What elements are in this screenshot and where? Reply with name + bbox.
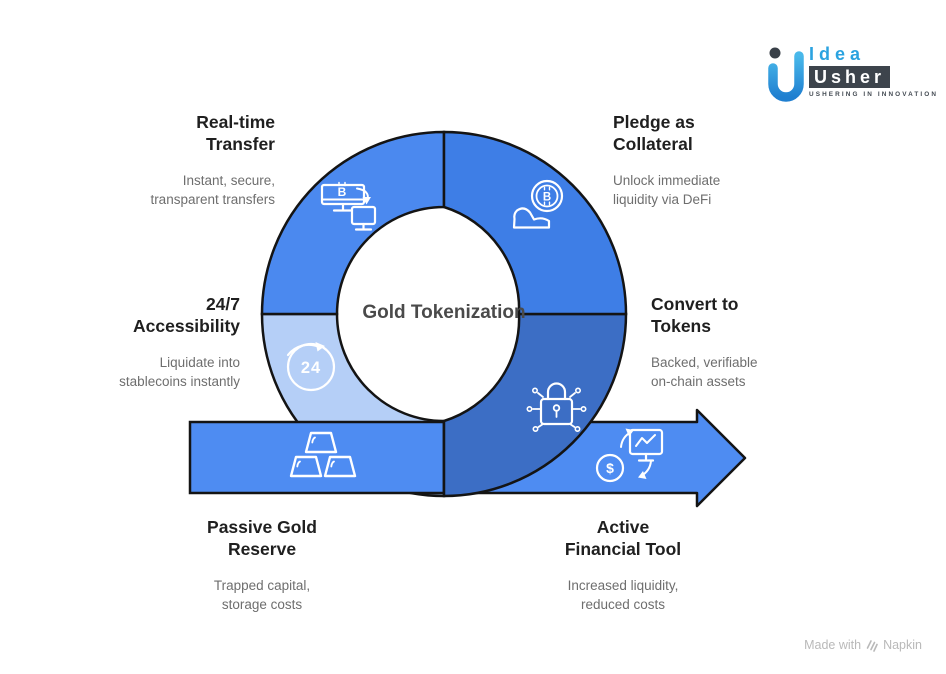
segment-description: Instant, secure, transparent transfers: [150, 173, 275, 207]
label-real-time-transfer: Real-time Transfer Instant, secure, tran…: [65, 111, 275, 209]
dollar-glyph: $: [606, 460, 614, 476]
segment-pledge-as-collateral: [442, 130, 628, 316]
bitcoin-hand-icon: B: [512, 179, 564, 229]
segment-title: Passive Gold Reserve: [207, 517, 317, 559]
credit-brand: Napkin: [883, 638, 922, 652]
idea-usher-logo-mark-icon: [768, 47, 804, 102]
label-pledge-as-collateral: Pledge as Collateral Unlock immediate li…: [613, 111, 823, 209]
label-convert-to-tokens: Convert to Tokens Backed, verifiable on-…: [651, 293, 861, 391]
segment-description: Backed, verifiable on-chain assets: [651, 355, 758, 389]
segment-title: Pledge as Collateral: [613, 112, 695, 154]
logo-tagline: USHERING IN INNOVATION: [809, 91, 939, 98]
diagram-center-title: Gold Tokenization: [362, 302, 526, 323]
segment-description: Trapped capital, storage costs: [213, 578, 311, 612]
encrypted-lock-icon: [526, 382, 587, 432]
monitors-transfer-icon: B: [320, 181, 377, 231]
napkin-logo-icon: [866, 639, 878, 652]
label-active-financial-tool: Active Financial Tool Increased liquidit…: [513, 516, 733, 614]
idea-usher-logo: Idea Usher USHERING IN INNOVATION: [766, 44, 938, 106]
segment-title: Active Financial Tool: [564, 517, 682, 559]
label-24-7-accessibility: 24/7 Accessibility Liquidate into stable…: [30, 293, 240, 391]
money-exchange-icon: $: [595, 428, 664, 483]
bitcoin-glyph: B: [543, 192, 551, 204]
24-hours-icon: 24: [286, 342, 336, 392]
logo-brand-bottom: Usher: [809, 66, 891, 88]
segment-description: Liquidate into stablecoins instantly: [119, 355, 240, 389]
segment-title: Convert to Tokens: [651, 294, 739, 336]
segment-title: 24/7 Accessibility: [133, 294, 240, 336]
gold-bars-icon: [289, 431, 357, 478]
label-passive-gold-reserve: Passive Gold Reserve Trapped capital, st…: [152, 516, 372, 614]
bitcoin-glyph: B: [338, 185, 347, 199]
segment-description: Unlock immediate liquidity via DeFi: [613, 173, 721, 207]
segment-convert-to-tokens: [442, 312, 628, 498]
credit-text: Made with: [804, 638, 862, 652]
segment-description: Increased liquidity, reduced costs: [567, 578, 679, 612]
made-with-napkin-credit: Made with Napkin: [804, 638, 922, 652]
segment-title: Real-time Transfer: [196, 112, 275, 154]
logo-brand-top: Idea: [809, 44, 866, 64]
hours-glyph: 24: [301, 359, 321, 377]
